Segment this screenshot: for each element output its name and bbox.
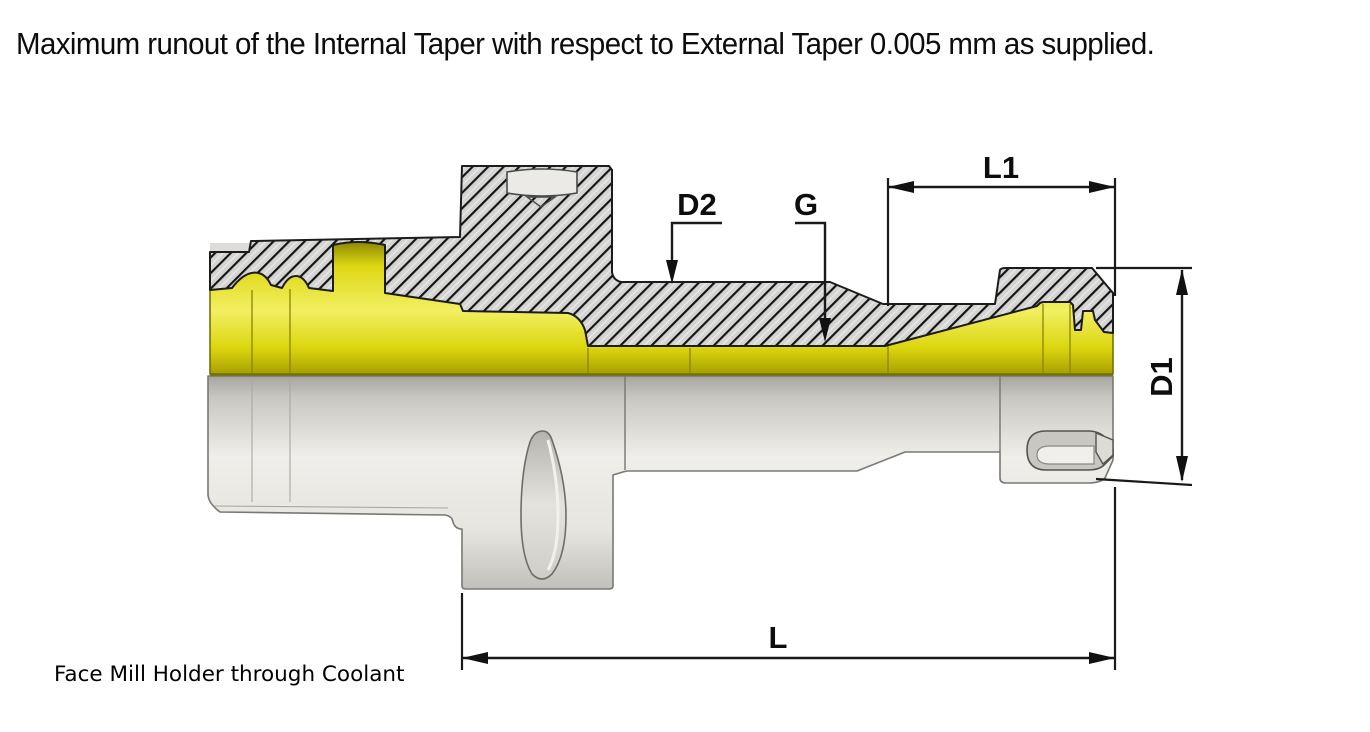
section-hatch-shape: [209, 165, 1114, 347]
g-label: G: [794, 187, 818, 222]
shank-rim-recess: [210, 243, 251, 252]
d2-arrow-icon: [666, 260, 678, 284]
holder-lower-outline: [207, 375, 1114, 590]
l1-label: L1: [983, 150, 1019, 185]
d2-label: D2: [677, 187, 717, 222]
dimension-d2: D2: [666, 187, 722, 284]
l-arrow-left-icon: [462, 652, 488, 664]
dimension-l1: L1: [886, 150, 1117, 306]
l-label: L: [769, 620, 788, 655]
d1-arrow-top-icon: [1176, 269, 1188, 295]
g-arrow-icon: [819, 318, 831, 342]
dimension-l: L: [460, 487, 1117, 670]
l1-arrow-left-icon: [888, 181, 914, 193]
shank-chamfer-line: [213, 505, 449, 509]
holder-body-lower-half: [207, 375, 1114, 590]
drawing-caption: Face Mill Holder through Coolant: [54, 662, 405, 687]
d1-arrow-bottom-icon: [1176, 456, 1188, 482]
d1-label: D1: [1144, 357, 1179, 397]
dimension-g: G: [794, 187, 831, 342]
nut-wrench-notch: [1026, 430, 1114, 471]
flange-top-slot: [506, 168, 578, 208]
page-title: Maximum runout of the Internal Taper wit…: [16, 26, 1155, 61]
d1-ext-line-bottom: [1095, 477, 1193, 487]
hatched-cross-section: [209, 165, 1114, 347]
l-arrow-right-icon: [1089, 652, 1115, 664]
flange-drive-slot-highlight: [546, 439, 560, 571]
dimension-d1: D1: [1095, 266, 1193, 487]
d2-leader-line: [670, 221, 722, 266]
l1-arrow-right-icon: [1089, 181, 1115, 193]
g-leader-line: [795, 221, 827, 324]
